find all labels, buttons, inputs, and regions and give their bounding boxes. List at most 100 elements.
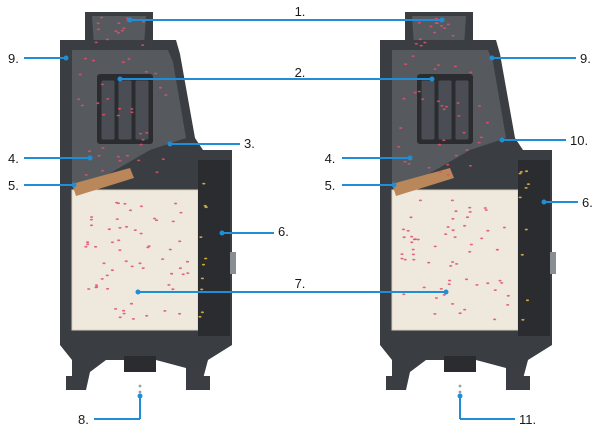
airflow-particle [178, 267, 182, 270]
leader-dot [407, 155, 413, 161]
airflow-particle [518, 196, 522, 199]
airflow-particle [110, 269, 114, 272]
airflow-particle [433, 31, 437, 34]
intake-air-dot [458, 390, 462, 394]
airflow-particle [402, 97, 406, 100]
airflow-particle [524, 187, 528, 189]
airflow-particle [83, 57, 88, 60]
airflow-particle [451, 261, 455, 263]
airflow-particle [161, 258, 165, 260]
airflow-particle [106, 287, 110, 290]
heat-exchanger-tube [100, 79, 116, 141]
firebox-side-wall [198, 160, 212, 336]
airflow-particle [506, 294, 510, 297]
intake-air-dot [138, 390, 142, 394]
airflow-particle [411, 55, 415, 57]
airflow-particle [468, 250, 472, 253]
leader-dot [541, 199, 547, 205]
callout-label-5-right: 5. [325, 178, 336, 193]
airflow-particle [454, 154, 458, 157]
airflow-particle [518, 172, 522, 175]
airflow-particle [121, 61, 125, 64]
leader-dot [63, 55, 69, 61]
airflow-particle [139, 232, 143, 235]
airflow-particle [446, 23, 450, 26]
airflow-particle [95, 286, 99, 288]
airflow-particle [170, 272, 174, 275]
airflow-particle [433, 313, 437, 315]
airflow-particle [451, 217, 455, 220]
airflow-particle [486, 282, 490, 285]
airflow-particle [102, 113, 106, 116]
airflow-particle [406, 229, 410, 232]
airflow-particle [524, 228, 528, 231]
airflow-particle [450, 199, 454, 202]
airflow-particle [99, 16, 104, 19]
airflow-particle [155, 171, 159, 174]
airflow-particle [445, 105, 449, 108]
airflow-particle [410, 235, 414, 238]
airflow-particle [96, 102, 100, 105]
airflow-particle [418, 199, 422, 202]
airflow-particle [145, 314, 149, 317]
airflow-particle [94, 284, 99, 286]
airflow-particle [130, 265, 134, 268]
airflow-particle [97, 154, 101, 157]
airflow-particle [185, 260, 190, 263]
airflow-particle [477, 105, 482, 107]
airflow-particle [401, 228, 406, 231]
airflow-particle [477, 141, 481, 144]
airflow-particle [142, 20, 146, 23]
intake-air-dot [138, 384, 142, 388]
door-frame [532, 160, 550, 336]
airflow-particle [451, 229, 455, 232]
airflow-particle [451, 34, 455, 37]
airflow-particle [123, 202, 127, 205]
airflow-particle [439, 25, 444, 27]
airflow-particle [186, 272, 190, 274]
airflow-particle [438, 171, 442, 173]
airflow-particle [154, 219, 159, 222]
airflow-particle [480, 237, 484, 240]
airflow-particle [131, 318, 135, 320]
airflow-particle [446, 173, 450, 176]
airflow-particle [200, 277, 204, 280]
airflow-particle [102, 262, 106, 265]
airflow-particle [174, 202, 178, 205]
airflow-particle [167, 284, 171, 286]
airflow-particle [118, 159, 122, 162]
airflow-particle [407, 163, 411, 165]
airflow-particle [116, 31, 121, 34]
airflow-particle [458, 312, 462, 315]
airflow-particle [525, 299, 530, 302]
airflow-particle [181, 273, 185, 276]
airflow-particle [437, 143, 442, 146]
airflow-particle [444, 233, 448, 236]
airflow-particle [118, 316, 122, 319]
airflow-particle [100, 169, 105, 172]
leader-dot [439, 17, 445, 23]
airflow-particle [442, 294, 446, 296]
airflow-particle [96, 22, 100, 25]
airflow-particle [475, 284, 479, 286]
airflow-particle [400, 257, 404, 260]
airflow-particle [124, 260, 128, 263]
airflow-particle [118, 249, 122, 252]
firebox-side-wall [518, 160, 532, 336]
intake-air-dot [458, 384, 462, 388]
base-foot [190, 376, 210, 390]
airflow-particle [127, 58, 131, 60]
airflow-particle [96, 28, 101, 31]
airflow-particle [144, 70, 148, 73]
airflow-particle [412, 238, 416, 241]
airflow-particle [152, 217, 157, 220]
airflow-particle [86, 243, 90, 246]
airflow-particle [416, 238, 420, 241]
airflow-particle [411, 248, 415, 251]
fireplace-unit-right [380, 12, 556, 390]
airflow-particle [469, 71, 473, 74]
airflow-particle [493, 318, 497, 321]
callout-label-9-right: 9. [580, 51, 591, 66]
airflow-particle [448, 279, 452, 282]
